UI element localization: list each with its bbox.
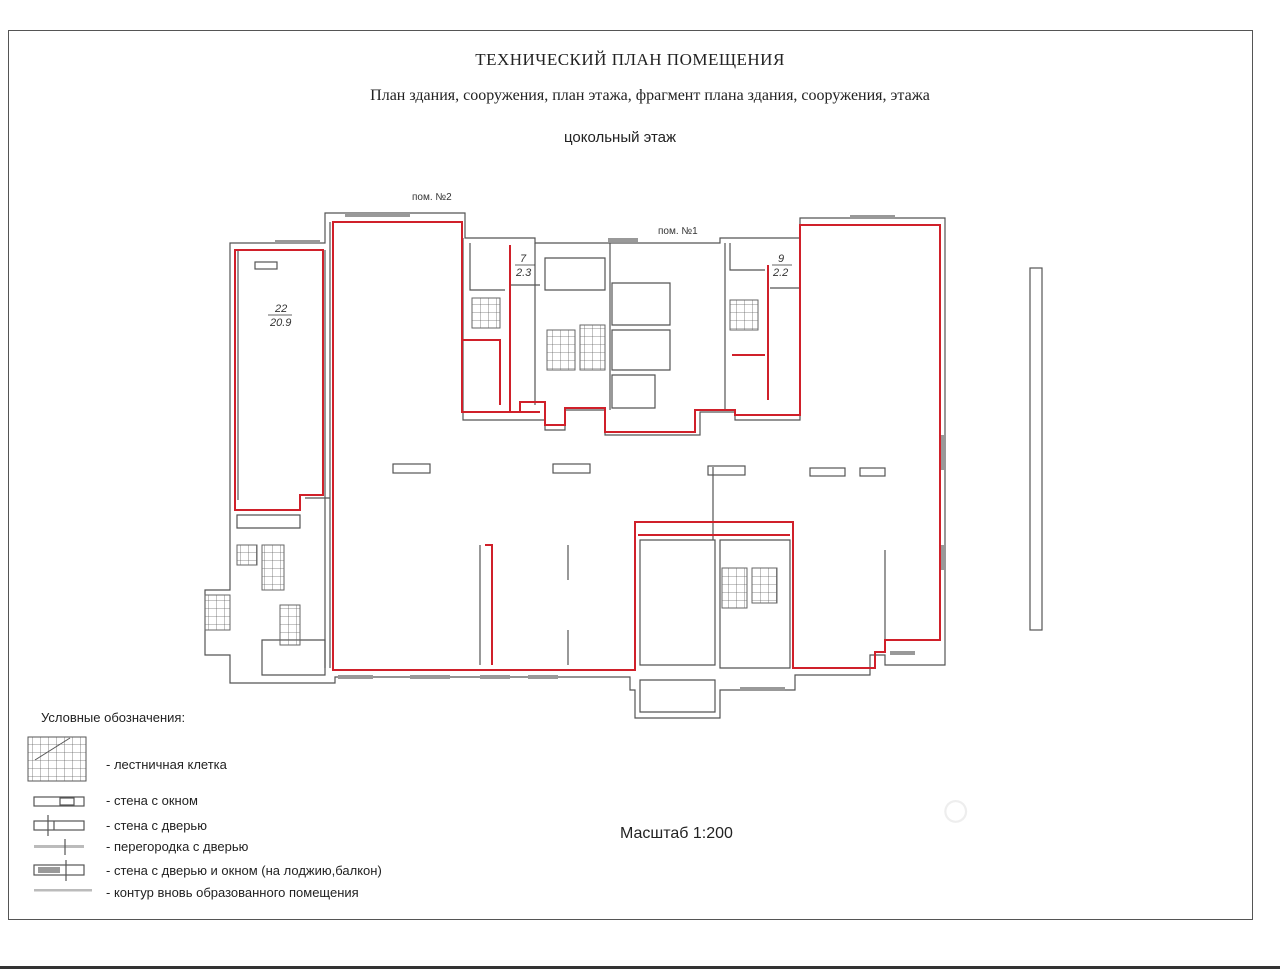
document-title: ТЕХНИЧЕСКИЙ ПЛАН ПОМЕЩЕНИЯ [475, 50, 785, 69]
partition-door-symbol [34, 839, 84, 855]
room-22: 22 20.9 [268, 303, 292, 329]
legend-partition-door: - перегородка с дверью [106, 839, 249, 854]
legend-title: Условные обозначения: [41, 710, 186, 725]
page-frame [8, 30, 1253, 920]
room-9: 9 2.2 [772, 253, 792, 279]
wall-window-symbol [33, 796, 85, 807]
svg-text:20.9: 20.9 [269, 317, 291, 329]
contour-symbol [34, 889, 92, 892]
stairwells [204, 297, 778, 646]
document-subtitle: План здания, сооружения, план этажа, фра… [370, 87, 930, 104]
wall-door-window-symbol [33, 860, 85, 881]
svg-text:7: 7 [520, 253, 527, 265]
legend-wall-window: - стена с окном [106, 793, 198, 808]
wall-door-symbol [33, 815, 85, 836]
floor-name: цокольный этаж [563, 129, 677, 146]
svg-text:2.2: 2.2 [772, 267, 788, 279]
legend-wall-door-window: - стена с дверью и окном (на лоджию,балк… [106, 863, 382, 878]
window-marks [275, 213, 944, 691]
room-7: 7 2.3 [515, 253, 535, 279]
scan-edge [0, 966, 1280, 969]
new-premise-contour [234, 221, 941, 671]
legend-contour: - контур вновь образованного помещения [106, 885, 359, 900]
building-walls [204, 212, 1043, 719]
legend-symbols [27, 736, 92, 892]
stairwell-symbol [27, 736, 87, 782]
legend-wall-door: - стена с дверью [106, 818, 207, 833]
premise-2-label: пом. №2 [412, 192, 452, 203]
svg-text:9: 9 [778, 253, 784, 265]
svg-text:22: 22 [274, 303, 287, 315]
svg-text:2.3: 2.3 [515, 267, 532, 279]
legend-stairwell: - лестничная клетка [106, 757, 227, 772]
premise-1-label: пом. №1 [658, 226, 698, 237]
scale-label: Масштаб 1:200 [620, 825, 733, 842]
watermark-logo: ○ [940, 781, 974, 839]
